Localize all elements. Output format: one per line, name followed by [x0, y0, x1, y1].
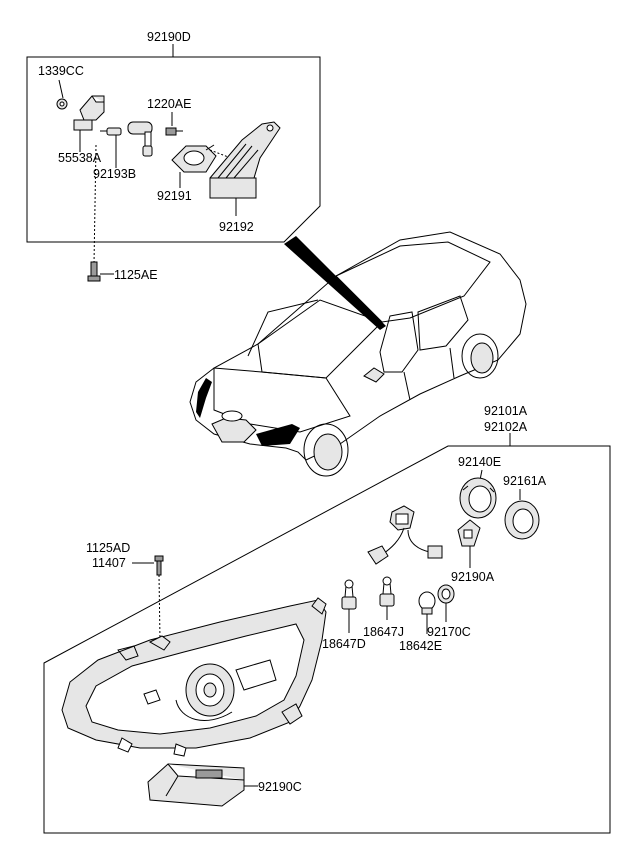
location-arrow: [284, 236, 386, 330]
label-18642E[interactable]: 18642E: [399, 639, 442, 653]
label-1125AE[interactable]: 1125AE: [114, 268, 158, 282]
socket-92170C: [437, 584, 455, 604]
vehicle-headlamp-highlight-left: [196, 378, 212, 418]
bulb-18647J: [379, 576, 395, 607]
headlamp-assembly-group: 92101A 92102A 92140E 92161A: [43, 404, 611, 834]
label-92191[interactable]: 92191: [157, 189, 192, 203]
wiring-harness: [367, 505, 443, 565]
ballast-92190C: [147, 763, 245, 807]
socket-cover-92161A: [504, 500, 540, 540]
bolt-1220AE: [165, 127, 183, 136]
control-unit-92192: [209, 121, 281, 199]
label-11407[interactable]: 11407: [92, 556, 126, 570]
bracket-55538A: [73, 95, 105, 131]
label-92193B[interactable]: 92193B: [93, 167, 136, 181]
headlamp-housing: [61, 597, 327, 757]
leveling-assembly-frame: [26, 56, 321, 243]
actuator-92190A: [457, 519, 481, 554]
label-92170C[interactable]: 92170C: [427, 625, 471, 639]
label-92140E[interactable]: 92140E: [458, 455, 501, 469]
headlamp-assembly-frame: [43, 445, 611, 834]
actuator-shaft: [127, 121, 153, 157]
screw-1125AD: [154, 555, 164, 576]
label-92190D[interactable]: 92190D: [147, 30, 191, 44]
label-1220AE[interactable]: 1220AE: [147, 97, 191, 111]
actuator-92191: [171, 144, 217, 173]
leveling-assembly-group: 92190D 1339CC 55538A 92193B 1220AE: [26, 30, 321, 243]
label-18647D[interactable]: 18647D: [322, 637, 366, 651]
label-92101A[interactable]: 92101A: [484, 404, 528, 418]
socket-cover-92140E: [459, 477, 497, 519]
label-18647J[interactable]: 18647J: [363, 625, 404, 639]
vehicle-illustration: [189, 231, 527, 477]
label-92102A[interactable]: 92102A: [484, 420, 528, 434]
screw-1125AE: [87, 261, 101, 282]
pin-92193B: [100, 127, 122, 136]
bulb-18647D: [341, 579, 357, 610]
label-1339CC[interactable]: 1339CC: [38, 64, 84, 78]
label-92192[interactable]: 92192: [219, 220, 254, 234]
vehicle-headlamp-highlight-right: [256, 424, 300, 446]
label-92190C[interactable]: 92190C: [258, 780, 302, 794]
bulb-18642E: [418, 591, 436, 615]
label-92161A[interactable]: 92161A: [503, 474, 547, 488]
label-92190A[interactable]: 92190A: [451, 570, 495, 584]
label-1125AD[interactable]: 1125AD: [86, 541, 130, 555]
label-55538A[interactable]: 55538A: [58, 151, 102, 165]
